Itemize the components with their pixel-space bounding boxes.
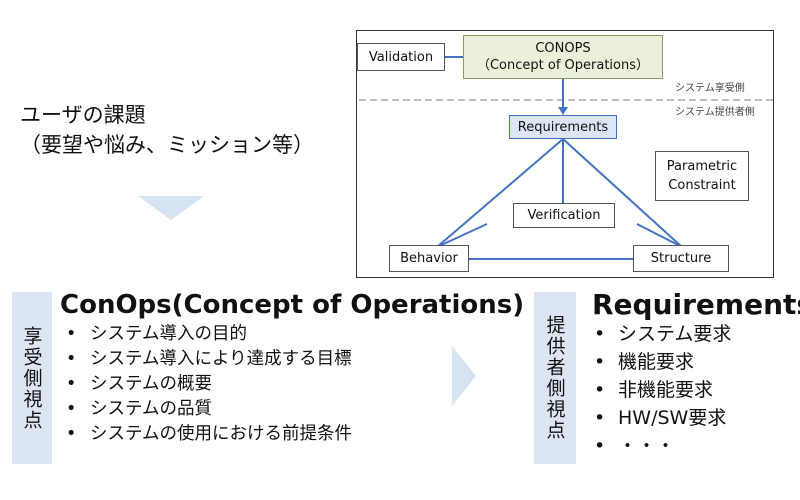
parametric-constraint-box: Parametric Constraint — [655, 151, 749, 201]
systems-engineering-diagram: Validation CONOPS （Concept of Operations… — [356, 30, 774, 278]
list-item: システム導入により達成する目標 — [64, 347, 352, 372]
problem-line-2: （要望や悩み、ミッション等） — [20, 133, 314, 157]
user-viewpoint-label: 享受側視点 — [12, 292, 52, 464]
down-chevron-arrow — [138, 196, 204, 220]
conops-box: CONOPS （Concept of Operations） — [463, 35, 663, 79]
list-item: システムの品質 — [64, 397, 352, 422]
structure-box: Structure — [633, 245, 729, 272]
requirements-list: システム要求 機能要求 非機能要求 HW/SW要求 ・・・ — [592, 320, 731, 460]
diagram-connectors — [359, 56, 773, 260]
list-item: HW/SW要求 — [592, 404, 731, 432]
verification-behavior-line — [436, 223, 488, 248]
list-item: システム導入の目的 — [64, 322, 352, 347]
verification-box: Verification — [513, 203, 615, 228]
right-chevron-arrow — [452, 346, 476, 406]
requirements-title: Requirements — [592, 288, 800, 321]
arrow-head — [558, 107, 568, 115]
behavior-box: Behavior — [389, 245, 469, 272]
problem-line-1: ユーザの課題 — [20, 103, 146, 127]
provider-side-label: システム提供者側 — [675, 107, 755, 118]
provider-viewpoint-label: 提供者側視点 — [534, 292, 576, 464]
requirements-box: Requirements — [509, 115, 617, 139]
list-item: システム要求 — [592, 320, 731, 348]
user-problem-text: ユーザの課題 （要望や悩み、ミッション等） — [20, 100, 314, 160]
conops-title: ConOps(Concept of Operations) — [60, 290, 525, 320]
list-item: 非機能要求 — [592, 376, 731, 404]
list-item: システムの概要 — [64, 372, 352, 397]
req-behavior-line — [436, 138, 564, 248]
conops-list: システム導入の目的 システム導入により達成する目標 システムの概要 システムの品… — [64, 322, 352, 447]
list-item: 機能要求 — [592, 348, 731, 376]
verification-structure-line — [636, 223, 683, 248]
validation-box: Validation — [357, 43, 445, 71]
req-structure-line — [562, 138, 683, 248]
list-item: ・・・ — [592, 432, 731, 460]
user-side-label: システム享受側 — [675, 83, 745, 94]
list-item: システムの使用における前提条件 — [64, 422, 352, 447]
